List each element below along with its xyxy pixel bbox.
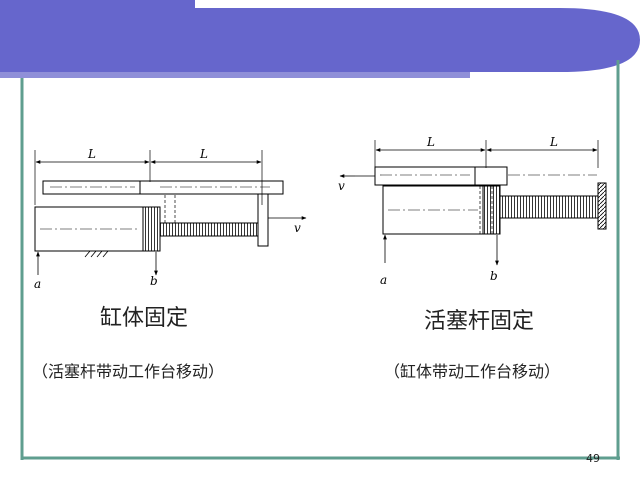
left-cylinder-diagram	[34, 150, 307, 276]
page-number: 49	[586, 452, 600, 465]
left-diagram-labels: L L v a b	[34, 147, 301, 291]
right-velocity-label: v	[338, 179, 345, 193]
right-port-a-label: a	[380, 273, 387, 287]
right-dim-label-2: L	[549, 135, 558, 149]
left-port-b-label: b	[150, 274, 158, 288]
right-dim-label-1: L	[426, 135, 435, 149]
right-diagram-subtitle: （缸体带动工作台移动）	[384, 362, 561, 381]
right-diagram-title: 活塞杆固定	[424, 309, 535, 334]
right-port-b-label: b	[490, 269, 498, 283]
slide-frame	[20, 60, 620, 460]
right-cylinder-diagram	[339, 140, 607, 266]
header-banner	[0, 0, 640, 78]
left-dim-label-1: L	[87, 147, 96, 161]
right-diagram-labels: L L v a b	[338, 135, 558, 287]
left-dim-label-2: L	[199, 147, 208, 161]
left-diagram-subtitle: （活塞杆带动工作台移动）	[32, 362, 225, 381]
left-port-a-label: a	[34, 277, 41, 291]
left-velocity-label: v	[294, 221, 301, 235]
left-diagram-title: 缸体固定	[100, 306, 189, 331]
